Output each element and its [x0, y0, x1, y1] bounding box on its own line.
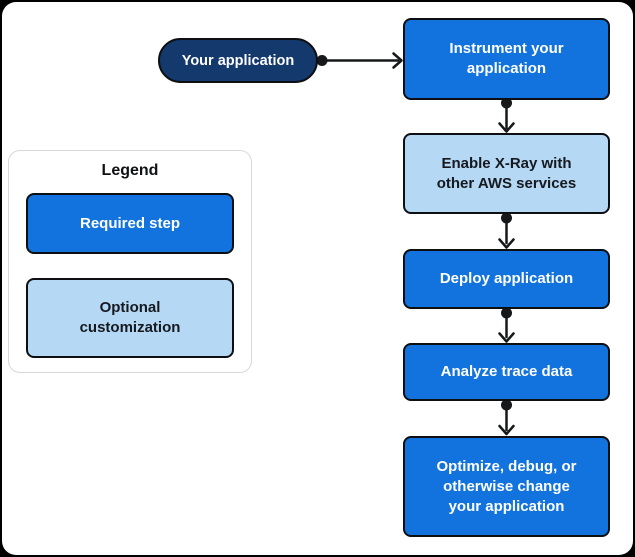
node-your-application: Your application: [158, 38, 318, 83]
legend-title: Legend: [101, 162, 159, 179]
node-instrument-application: Instrument your application: [403, 18, 610, 100]
legend-item-required-step: Required step: [26, 193, 234, 254]
legend-panel: Legend Required step Optional customizat…: [8, 150, 252, 373]
node-enable-xray: Enable X-Ray with other AWS services: [403, 133, 610, 214]
legend-item-optional-customization: Optional customization: [26, 278, 234, 358]
node-deploy-application: Deploy application: [403, 249, 610, 309]
node-analyze-trace-data: Analyze trace data: [403, 343, 610, 401]
node-optimize-debug: Optimize, debug, or otherwise change you…: [403, 436, 610, 537]
